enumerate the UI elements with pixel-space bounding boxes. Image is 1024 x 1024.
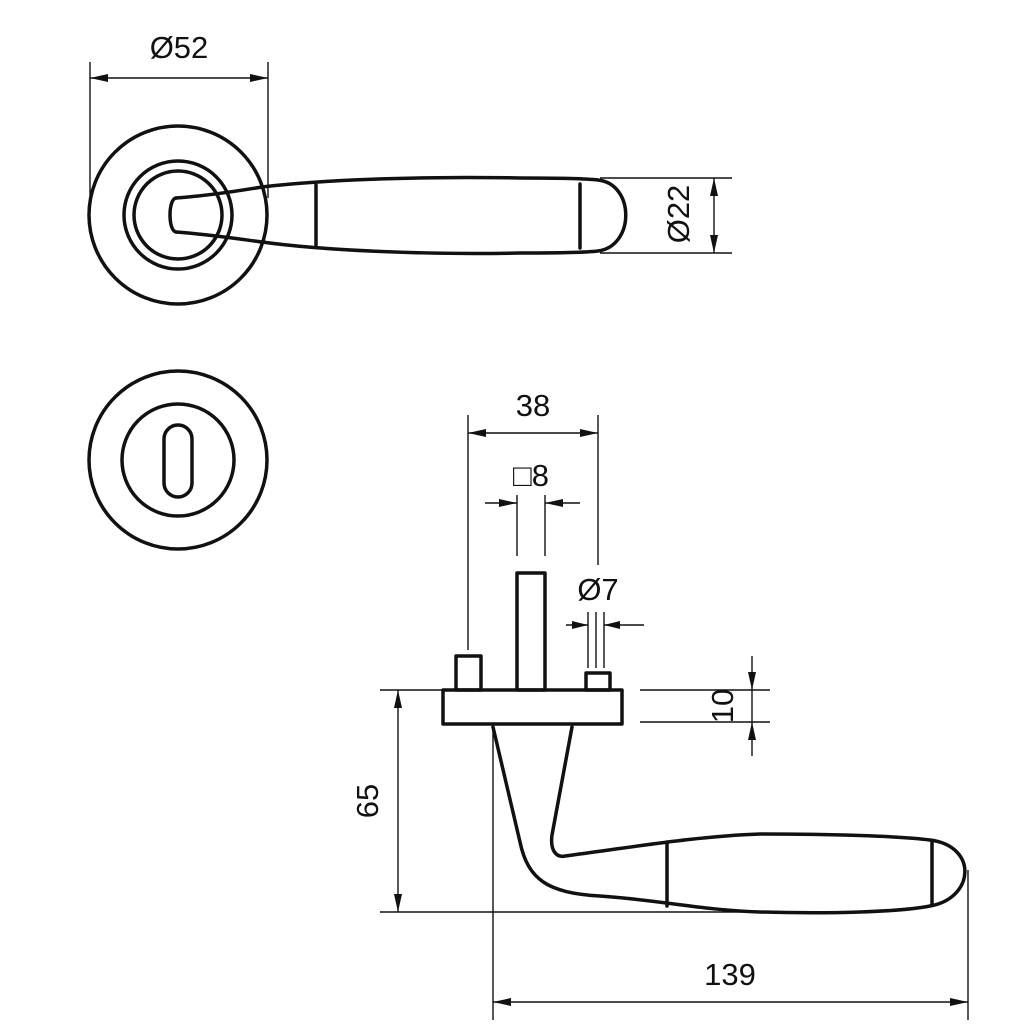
dim52-arrow-right <box>250 74 268 82</box>
key-escutcheon <box>87 369 269 551</box>
dim8-arrow-right <box>545 499 563 507</box>
escutcheon-inner-ring <box>120 402 236 518</box>
top-view-handle: Ø52 Ø22 <box>87 30 732 306</box>
dim-label-handle-length: 139 <box>704 957 756 992</box>
dim38-arrow-right <box>580 429 598 437</box>
rose-collar-ring <box>132 169 224 261</box>
dim-label-screw-spacing: 38 <box>516 388 550 423</box>
dim10-arrow-top <box>748 672 756 690</box>
dim-label-spindle-square: □8 <box>513 458 549 493</box>
dim10-arrow-bottom <box>748 722 756 740</box>
dim22-arrow-top <box>710 178 718 196</box>
rose-inner-ring <box>122 159 234 271</box>
dim8-arrow-left <box>499 499 517 507</box>
rose-base-plate <box>441 688 624 726</box>
dim-label-handle-diameter: Ø22 <box>661 185 696 244</box>
lever-neck-end <box>168 196 178 234</box>
dim-label-rose-diameter: Ø52 <box>150 30 209 65</box>
dim139-arrow-left <box>493 998 511 1006</box>
escutcheon-outer-ring <box>87 369 269 551</box>
dim7-arrow-right <box>604 621 620 629</box>
rose-outer-ring <box>87 124 269 306</box>
dim38-arrow-left <box>468 429 486 437</box>
dim52-arrow-left <box>90 74 108 82</box>
dim139-arrow-right <box>950 998 968 1006</box>
spindle-square <box>515 571 547 692</box>
dim-label-pin-diameter: Ø7 <box>577 572 618 607</box>
keyhole-slot <box>162 423 194 499</box>
side-view-handle: 38 □8 Ø7 10 65 <box>350 388 969 1020</box>
screw-post-right <box>584 671 612 692</box>
dim22-arrow-bottom <box>710 235 718 253</box>
dim-label-rose-thickness: 10 <box>705 689 740 723</box>
dim7-arrow-left <box>572 621 588 629</box>
dim-label-handle-height: 65 <box>350 784 385 818</box>
screw-post-left <box>454 654 483 692</box>
lever-body-top <box>174 175 628 256</box>
lever-body-side <box>491 725 967 915</box>
dim65-arrow-bottom <box>394 894 402 912</box>
dim65-arrow-top <box>394 690 402 708</box>
